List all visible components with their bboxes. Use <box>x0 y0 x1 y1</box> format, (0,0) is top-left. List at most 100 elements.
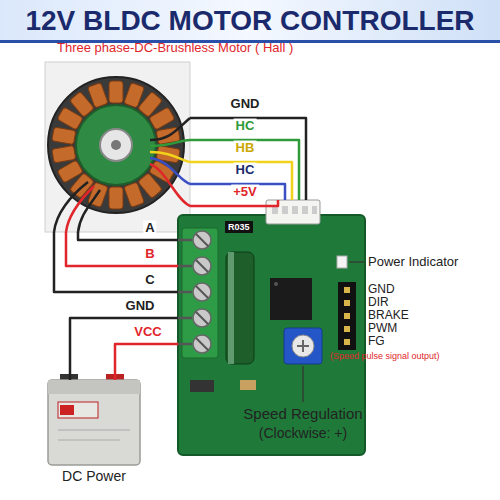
controller-board <box>292 335 314 357</box>
controller-board <box>193 231 211 249</box>
motor-photo <box>150 158 190 184</box>
stator-coil <box>124 182 145 207</box>
motor-photo <box>45 62 190 232</box>
controller-board <box>240 380 256 390</box>
motor-photo <box>150 164 190 206</box>
node-text: Three phase-DC-Brushless Motor ( Hall ) <box>57 41 293 56</box>
wire <box>190 200 278 206</box>
controller-board <box>338 282 356 350</box>
wire <box>190 118 306 200</box>
controller-board <box>190 380 214 392</box>
controller-board <box>228 252 234 364</box>
stator-coil <box>109 187 123 209</box>
wire-label: C <box>143 273 156 288</box>
motor-photo <box>78 190 100 232</box>
controller-board <box>292 206 298 214</box>
wire <box>190 162 292 200</box>
node-text: R035 <box>225 221 253 233</box>
wire-label: VCC <box>132 325 163 340</box>
wire <box>190 184 285 200</box>
controller-board <box>193 309 211 327</box>
stator-coil <box>149 107 175 130</box>
controller-board <box>344 287 350 345</box>
battery-photo <box>60 405 74 415</box>
stator-coil <box>52 145 76 163</box>
controller-board <box>344 313 350 319</box>
controller-board <box>196 260 208 272</box>
motor-photo <box>45 62 190 232</box>
indicator-label: Power Indicator <box>368 255 458 270</box>
battery-photo <box>58 430 130 431</box>
battery-photo <box>48 380 140 465</box>
controller-board <box>302 206 308 214</box>
controller-board <box>193 283 211 301</box>
leader-line <box>302 366 303 402</box>
pin-name: GND <box>368 283 395 297</box>
motor-photo <box>54 182 88 232</box>
battery-photo <box>58 402 98 418</box>
motor-photo <box>66 186 94 232</box>
wire-label: HC <box>234 163 257 178</box>
pin-name: PWM <box>368 322 397 336</box>
motor-photo <box>111 140 121 150</box>
motor-photo <box>150 118 190 140</box>
motor-photo <box>100 129 132 161</box>
controller-board <box>266 200 320 224</box>
stator-coil <box>57 160 83 183</box>
title: 12V BLDC MOTOR CONTROLLER <box>0 5 500 37</box>
controller-board <box>196 312 208 324</box>
controller-board <box>284 328 322 364</box>
leader-line <box>349 261 364 262</box>
node-text: DC Power <box>48 468 140 484</box>
controller-board <box>196 286 208 298</box>
title-banner <box>0 0 500 42</box>
motor-photo <box>150 140 190 146</box>
controller-board <box>178 291 192 294</box>
wire-label: HB <box>234 141 257 156</box>
leader-line <box>303 262 364 402</box>
battery-box: DC Power <box>48 380 140 465</box>
controller-board <box>178 200 365 455</box>
controller-board <box>282 206 288 214</box>
wire-label: +5V <box>231 185 259 200</box>
stator-coil <box>109 81 123 103</box>
pin-name: FG <box>368 335 385 349</box>
controller-board <box>178 265 192 268</box>
controller-board <box>196 338 208 350</box>
controller-board <box>196 234 208 246</box>
control-note: (Clockwise: +) <box>259 425 347 441</box>
stator-coil <box>52 127 76 145</box>
controller-board <box>196 234 208 350</box>
controller-board <box>178 343 192 346</box>
wire-label: GND <box>124 299 157 314</box>
wire <box>190 140 299 200</box>
wire <box>54 232 178 292</box>
battery-photo <box>48 374 140 465</box>
controller-board <box>178 317 192 320</box>
controller-board <box>270 278 312 320</box>
wire <box>66 232 178 266</box>
controller-board <box>193 257 211 275</box>
controller-board <box>344 326 350 332</box>
motor-box: Three phase-DC-Brushless Motor ( Hall ) <box>45 62 190 232</box>
pin-name: DIR <box>368 296 389 310</box>
controller-board <box>302 340 304 352</box>
wire-label: HC <box>234 119 257 134</box>
controller-board <box>274 282 278 286</box>
controller-board <box>312 206 317 214</box>
stator-coil <box>88 82 109 107</box>
controller-board <box>178 240 192 344</box>
controller-board <box>344 287 350 293</box>
controller-board <box>178 239 192 242</box>
controller-board <box>344 339 350 345</box>
motor-photo <box>76 105 156 185</box>
wire <box>78 232 178 240</box>
wire <box>115 344 178 380</box>
wire-label: A <box>143 221 156 236</box>
wire-label: GND <box>229 97 262 112</box>
